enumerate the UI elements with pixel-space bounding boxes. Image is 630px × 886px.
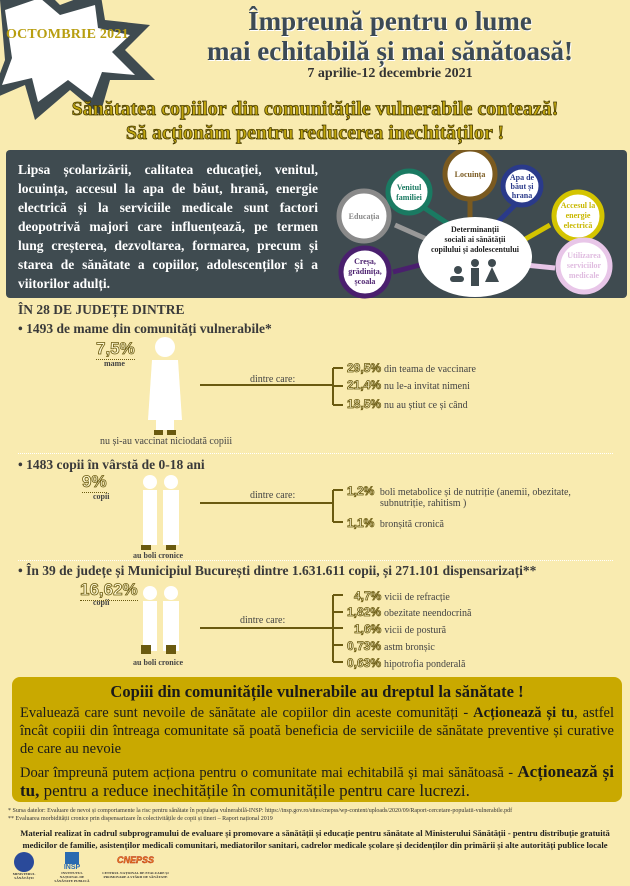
section1-pct: 7,5% [96,339,135,360]
section2-caption: au boli cronice [133,551,184,560]
callout-paragraph-2: Doar împreună putem acționa pentru o com… [20,762,615,800]
section1-item: 18,5%nu au știut ce și când [347,397,468,412]
svg-text:Utilizarea: Utilizarea [567,251,601,260]
section1-of-which: dintre care: [250,374,296,385]
month-label: OCTOMBRIE 2021 [6,27,129,42]
section3-of-which: dintre care: [240,615,286,626]
children-icon [450,259,499,286]
svg-text:medicale: medicale [569,271,600,280]
svg-text:băut și: băut și [511,182,535,191]
factor-water-food [500,164,544,208]
section3-caption: au boli cronice [133,658,184,667]
section3-item: 1,82%obezitate neendocrină [347,605,472,620]
ministry-logo: MINISTERUL SĂNĂTĂȚII [4,852,44,880]
factor-education [336,188,392,244]
material-credit: Material realizat în cadrul subprogramul… [20,828,610,850]
svg-text:Venitul: Venitul [397,183,422,192]
svg-text:serviciilor: serviciilor [567,261,602,270]
callout-box [12,677,622,802]
mother-figure [148,337,182,435]
children-figure [141,586,179,654]
callout-title: Copiii din comunitățile vulnerabile au d… [110,682,524,701]
svg-text:Creșa,: Creșa, [354,257,376,266]
divider [18,560,613,561]
section2-item: 1,2% boli metabolice și de nutriție (ane… [347,484,571,509]
children-figure [141,475,179,550]
section3-unit: copii [93,598,110,607]
region-heading: ÎN 28 DE JUDEȚE DINTRE [18,302,185,317]
section1-unit: mame [104,359,125,368]
section3-item: 0,73%astm bronșic [347,639,435,654]
svg-text:Educația: Educația [349,212,380,221]
svg-text:energie: energie [566,211,591,220]
section3-item: 1,6%vicii de postură [354,622,447,637]
subtitle: Sănătatea copiilor din comunitățile vuln… [71,98,559,145]
svg-text:familiei: familiei [396,193,423,202]
factor-medical [555,237,613,295]
section2-title: • 1483 copii în vârstă de 0-18 ani [18,457,205,472]
campaign-dates: 7 aprilie-12 decembrie 2021 [307,66,473,81]
section3-pct: 16,62% [80,580,138,601]
section1-title: • 1493 de mame din comunități vulnerabil… [18,321,272,336]
svg-text:copilului și adolescentului: copilului și adolescentului [431,245,520,254]
center-node [418,217,532,297]
callout-paragraph-1: Evaluează care sunt nevoile de sănătate … [20,705,615,757]
factor-school [338,245,392,299]
svg-text:hrana: hrana [512,191,532,200]
svg-text:electrică: electrică [564,221,593,230]
svg-text:grădinița,: grădinița, [348,267,382,276]
svg-text:Determinanții: Determinanții [451,225,500,234]
factor-income [385,168,433,216]
section2-of-which: dintre care: [250,490,296,501]
svg-text:școala: școala [355,277,376,286]
svg-text:Locuința: Locuința [455,170,486,179]
section3-title: • În 39 de județe și Municipiul Bucureșt… [18,563,537,578]
section1-item: 21,4%nu le-a invitat nimeni [347,378,470,393]
divider [18,453,613,454]
section1-item: 29,5%din teama de vaccinare [347,361,476,376]
section3-item: 0,63%hipotrofia ponderală [347,656,466,671]
svg-text:Apa de: Apa de [510,173,535,182]
footnote: ** Evaluarea morbidității cronice prin d… [8,816,273,822]
section2-pct: 9% [82,472,107,493]
svg-text:sociali ai sănătății: sociali ai sănătății [445,235,507,244]
section1-caption: nu și-au vaccinat niciodată copiii [100,436,233,447]
footnote: * Sursa datelor: Evaluare de nevoi și co… [8,808,513,814]
section3-item: 4,7%vicii de refracție [354,589,450,604]
factor-housing [442,150,498,202]
section2-unit: copii [93,492,110,501]
svg-text:Accesul la: Accesul la [561,201,595,210]
starburst-decoration [0,0,155,120]
panel-text: Lipsa școlarizării, calitatea educației,… [18,162,318,291]
section2-item: 1,1% bronșită cronică [347,516,444,531]
